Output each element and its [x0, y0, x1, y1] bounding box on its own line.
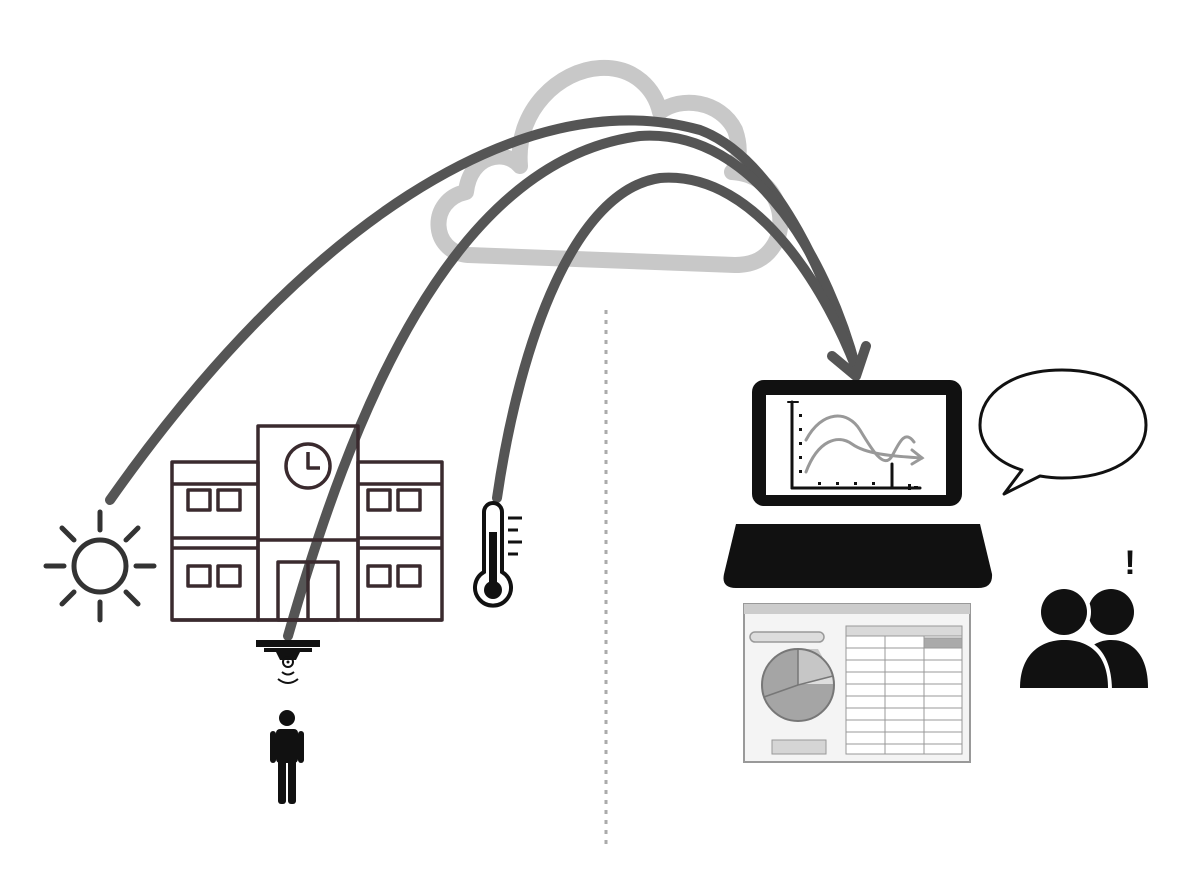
clock-icon: [284, 442, 332, 490]
ceiling-sensor-icon: [256, 640, 320, 684]
arrowhead: [827, 341, 871, 381]
laptop-icon: [723, 380, 993, 588]
dashboard-report-icon: [743, 603, 971, 763]
cloud-icon: [430, 59, 789, 273]
flow-arrows: [105, 115, 871, 641]
pie-chart-icon: [761, 648, 835, 722]
flow-arrow-sensor: [283, 130, 861, 641]
speech-bubble-icon: [978, 368, 1148, 496]
school-building-icon: [170, 424, 444, 622]
person-icon: [270, 710, 304, 804]
users-icon: !: [1016, 544, 1148, 692]
data-table-icon: [845, 625, 963, 755]
line-chart-icon: [787, 400, 925, 490]
alert-mark: !: [1124, 544, 1135, 582]
thermometer-icon: [473, 501, 522, 608]
flow-arrow-thermometer: [492, 172, 861, 503]
sun-icon: [43, 509, 157, 623]
